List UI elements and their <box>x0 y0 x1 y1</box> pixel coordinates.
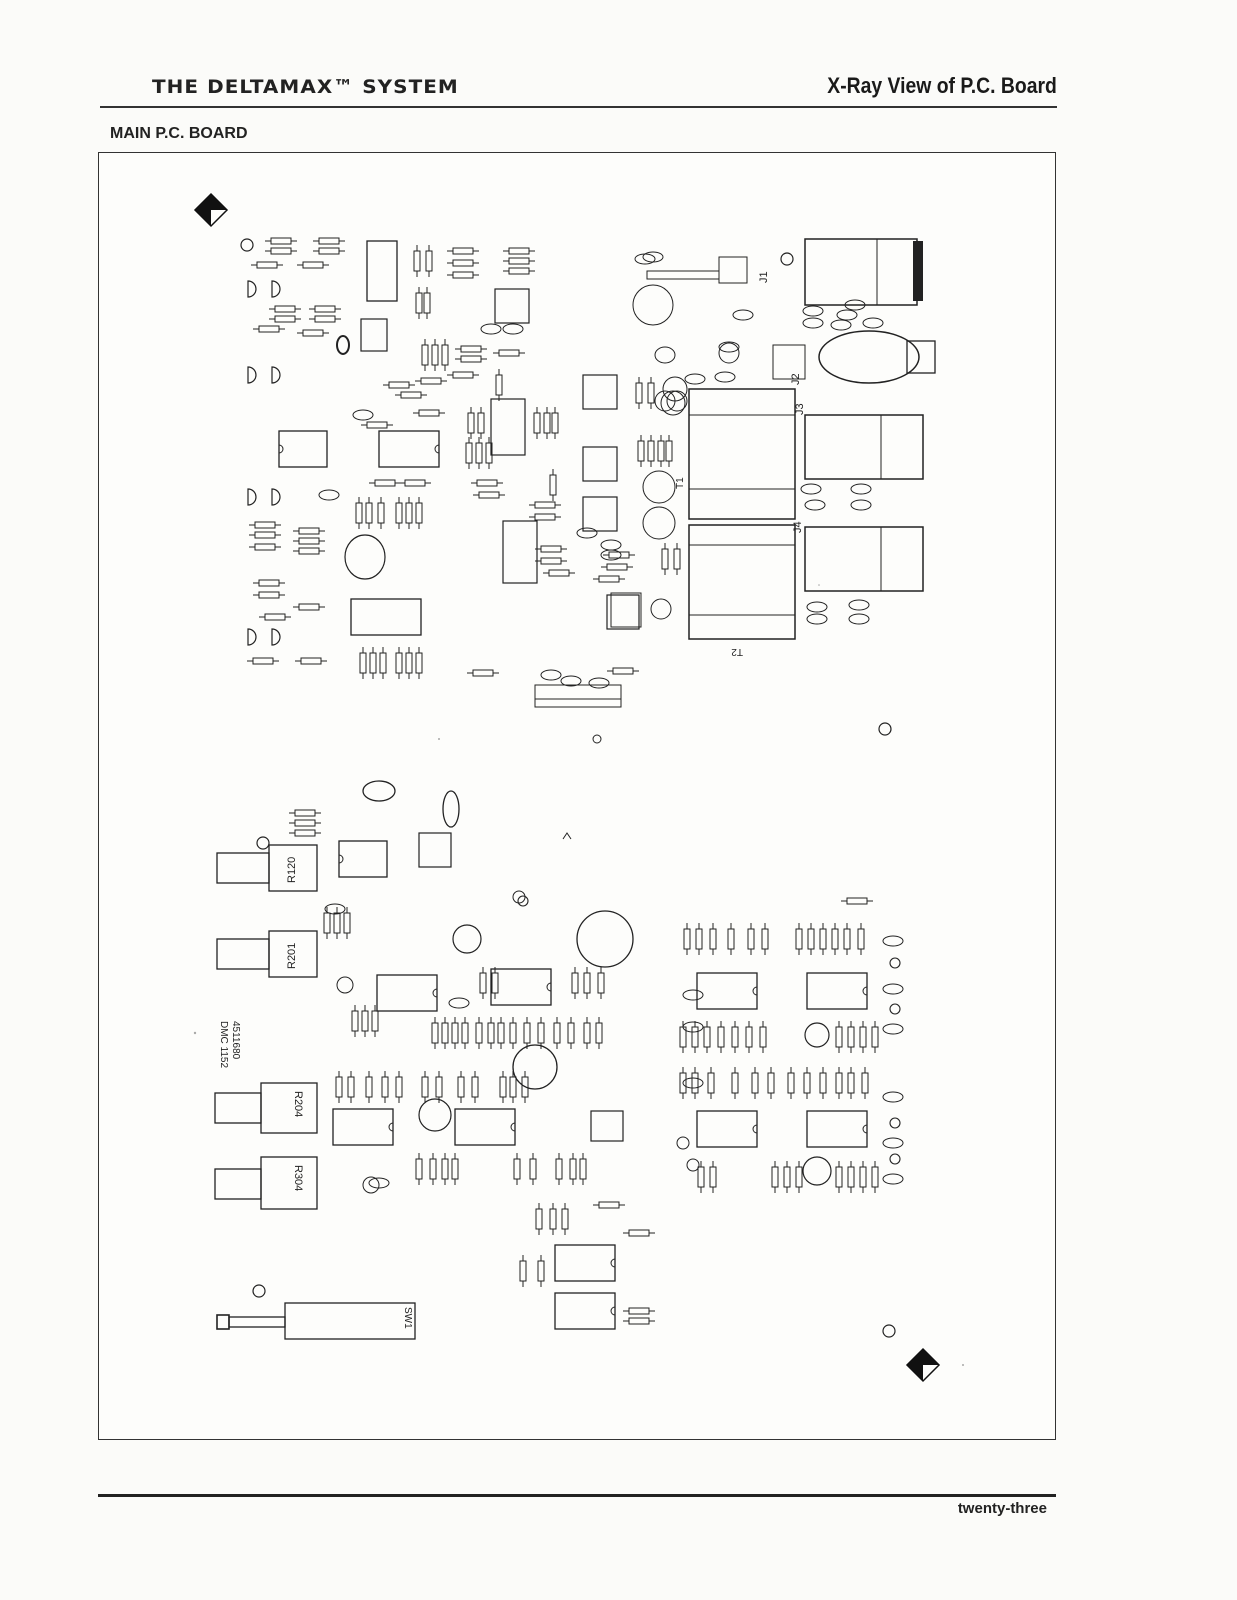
svg-text:4511680: 4511680 <box>230 1021 241 1060</box>
svg-text:R201: R201 <box>286 943 298 969</box>
jack-j4: J4 <box>792 521 924 592</box>
jack-j3: J3 <box>794 403 924 480</box>
potentiometer-r120: R120 <box>216 844 318 892</box>
document-header-title: THE DELTAMAX™ SYSTEM <box>152 76 459 98</box>
alignment-marker-top <box>193 192 229 228</box>
svg-text:DMC 1152: DMC 1152 <box>218 1021 229 1068</box>
svg-text:T2: T2 <box>731 646 743 657</box>
footer-rule <box>98 1494 1056 1497</box>
potentiometer-r201: R201 <box>216 930 318 978</box>
svg-text:J3: J3 <box>794 403 806 415</box>
pcb-layout-drawing: J1 J2 J3 J4 T1 <box>193 192 964 1383</box>
pcb-bottom-section: R120 R201 DMC 1152 4511680 R204 R304 <box>214 780 904 1340</box>
svg-text:SW1: SW1 <box>402 1307 413 1329</box>
svg-text:R304: R304 <box>292 1165 304 1191</box>
svg-text:R120: R120 <box>286 857 298 883</box>
alignment-marker-bottom <box>905 1347 941 1383</box>
svg-text:R204: R204 <box>292 1091 304 1117</box>
pcb-top-section: J1 J2 J3 J4 T1 <box>246 237 936 744</box>
transformer-t2: T2 <box>688 524 796 657</box>
svg-text:J4: J4 <box>792 521 804 533</box>
svg-text:T1: T1 <box>675 477 686 489</box>
potentiometer-r304: R304 <box>214 1156 318 1210</box>
page-number: twenty-three <box>957 1500 1047 1517</box>
header-rule <box>100 106 1057 108</box>
switch-sw1: SW1 <box>216 1302 416 1340</box>
pcb-xray-diagram: J1 J2 J3 J4 T1 <box>98 152 1056 1440</box>
potentiometer-r204: R204 <box>214 1082 318 1134</box>
mounting-holes <box>240 238 896 1338</box>
page-section-title: X-Ray View of P.C. Board <box>827 73 1057 98</box>
svg-text:J2: J2 <box>790 373 802 385</box>
svg-text:J1: J1 <box>758 271 770 283</box>
board-section-title: MAIN P.C. BOARD <box>110 125 248 142</box>
jack-j1: J1 <box>758 238 923 306</box>
part-number-marking: DMC 1152 4511680 <box>218 1021 241 1068</box>
transformer-t1: T1 <box>675 388 796 520</box>
jack-j2: J2 <box>790 330 936 385</box>
